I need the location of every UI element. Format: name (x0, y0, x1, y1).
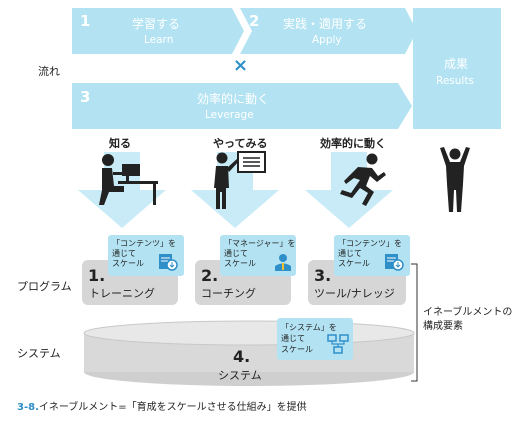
down-arrow-3 (305, 152, 393, 228)
callout-coaching-line2: 通じて (224, 249, 248, 258)
program-label-training: トレーニング (89, 287, 155, 300)
step3-number: 3 (80, 88, 91, 106)
components-label-line1: イネーブルメントの (423, 307, 513, 318)
caption-text: イネーブルメント=「育成をスケールさせる仕組み」を提供 (38, 402, 307, 413)
program-label-tools: ツール/ナレッジ (314, 287, 395, 300)
action-label-know: 知る (109, 137, 131, 150)
step3-arrow (72, 83, 412, 129)
figure-caption: 3-8.イネーブルメント=「育成をスケールさせる仕組み」を提供 (17, 398, 307, 413)
program-number-1: 1. (88, 266, 106, 285)
step2-number: 2 (249, 12, 260, 30)
callout-system-line3: スケール (281, 345, 313, 354)
step1-jp: 学習する (132, 17, 181, 31)
program-label-coaching: コーチング (201, 287, 256, 300)
callout-tools-line1: 「コンテンツ」を (338, 239, 402, 248)
running-person-icon (340, 153, 386, 206)
callout-training-line3: スケール (112, 259, 144, 268)
victory-person-icon (440, 147, 470, 212)
callout-system-line2: 通じて (281, 334, 305, 343)
callout-tools-line3: スケール (338, 259, 370, 268)
callout-training-line1: 「コンテンツ」を (112, 239, 176, 248)
step3-en: Leverage (205, 109, 254, 121)
step2-jp: 実践・適用する (283, 17, 368, 31)
action-label-leverage: 効率的に動く (320, 137, 386, 150)
caption-number: 3-8. (17, 402, 39, 413)
document-download-icon (385, 254, 404, 271)
step1-arrow (72, 8, 244, 54)
components-label-line2: 構成要素 (423, 321, 463, 332)
callout-tools: 「コンテンツ」を 通じて スケール (334, 235, 410, 276)
person-computer-icon (99, 154, 158, 205)
callout-training-line2: 通じて (112, 249, 136, 258)
results-en: Results (436, 75, 474, 87)
step1-en: Learn (144, 34, 174, 46)
system-number: 4. (233, 347, 251, 366)
callout-coaching: 「マネージャー」を 通じて スケール (220, 235, 296, 276)
callout-tools-line2: 通じて (338, 249, 362, 258)
callout-training: 「コンテンツ」を 通じて スケール (108, 235, 184, 276)
results-jp: 成果 (444, 57, 469, 71)
callout-coaching-line1: 「マネージャー」を (224, 239, 296, 248)
person-board-icon (214, 151, 266, 209)
step1-number: 1 (80, 12, 91, 30)
program-number-2: 2. (201, 266, 219, 285)
step3-jp: 効率的に動く (197, 92, 270, 106)
manager-icon (275, 254, 291, 271)
down-arrow-2 (191, 152, 279, 228)
results-box (413, 8, 501, 129)
flow-label: 流れ (38, 65, 60, 78)
system-cylinder-top (83, 320, 415, 346)
system-row-label: システム (17, 347, 61, 360)
programs-label: プログラム (17, 280, 72, 293)
program-number-3: 3. (314, 266, 332, 285)
components-bracket (411, 263, 418, 382)
callout-coaching-line3: スケール (224, 259, 256, 268)
network-icon (327, 334, 349, 354)
callout-system-line1: 「システム」を (281, 323, 337, 332)
system-name: システム (218, 369, 262, 382)
cross-mark: × (233, 55, 249, 76)
document-icon (159, 254, 178, 271)
components-label: イネーブルメントの 構成要素 (423, 306, 512, 334)
step2-en: Apply (312, 34, 342, 46)
step2-arrow (240, 8, 417, 54)
action-label-try: やってみる (213, 137, 268, 150)
callout-system: 「システム」を 通じて スケール (277, 318, 353, 360)
